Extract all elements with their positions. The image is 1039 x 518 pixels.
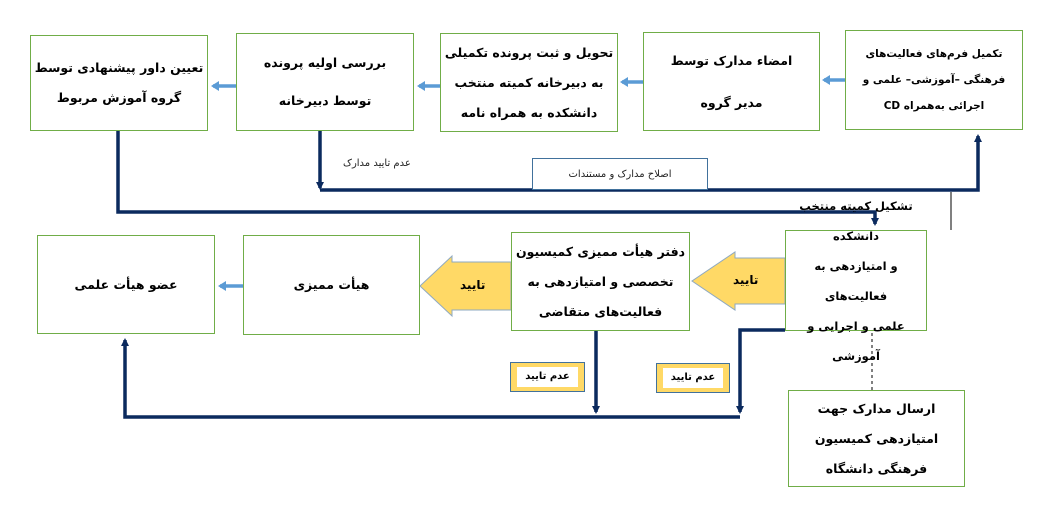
reject-label: عدم تایید	[510, 362, 585, 392]
step-send-docs: ارسال مدارک جهت امتیازدهی کمیسیون فرهنگی…	[788, 390, 965, 487]
step-faculty-member: عضو هیأت علمی	[37, 235, 215, 334]
reject-text: عدم تایید	[663, 368, 723, 388]
step-initial-review: بررسی اولیه پرونده توسط دبیرخانه	[236, 33, 414, 131]
step-sign-docs: امضاء مدارک توسط مدیر گروه	[643, 32, 820, 131]
step-text: امضاء مدارک توسط	[670, 52, 793, 68]
yellow-arrow	[691, 251, 786, 311]
step-text: تحویل و ثبت پرونده تکمیلی	[444, 44, 614, 60]
flow-line	[320, 134, 982, 192]
fix-docs-note: اصلاح مدارک و مستندات	[532, 158, 708, 190]
approve-label: تایید	[460, 278, 486, 292]
step-form-committee: تشکیل کمیته منتخب دانشکده و امتیازدهی به…	[785, 199, 927, 363]
step-text: دفتر هیأت ممیزی کمیسیون	[515, 243, 686, 259]
step-text: و امتیازدهی به فعالیت‌های	[814, 258, 898, 303]
step-text: فرهنگی دانشگاه	[825, 460, 928, 476]
flow-line	[116, 131, 879, 226]
step-audit-board: هیأت ممیزی	[243, 235, 420, 335]
step-text: امتیازدهی کمیسیون	[814, 430, 939, 446]
step-text: علمی و اجرایی و آموزشی	[807, 318, 905, 363]
step-text: بررسی اولیه پرونده	[263, 55, 387, 70]
reject-text: عدم تایید	[517, 367, 578, 387]
yellow-arrow	[419, 254, 512, 318]
step-fill-forms: تکمیل فرم‌های فعالیت‌های فرهنگی –آموزشی–…	[845, 30, 1023, 130]
step-audit-office: دفتر هیأت ممیزی کمیسیون تخصصی و امتیازده…	[511, 232, 690, 331]
reject-label: عدم تایید	[656, 363, 730, 393]
step-text: تخصصی و امتیازدهی به	[527, 273, 674, 289]
step-text: اجرائی به‌همراه CD	[883, 100, 985, 112]
flow-line	[121, 338, 740, 419]
step-text: فرهنگی –آموزشی– علمی و	[862, 74, 1006, 86]
step-text: دانشکده به همراه نامه	[460, 104, 598, 120]
step-text: تشکیل کمیته منتخب دانشکده	[799, 198, 913, 243]
step-text: تعیین داور پیشنهادی توسط	[34, 60, 204, 75]
step-text: عضو هیأت علمی	[74, 276, 178, 292]
step-deliver-register: تحویل و ثبت پرونده تکمیلی به دبیرخانه کم…	[440, 33, 618, 132]
step-text: هیأت ممیزی	[293, 277, 370, 292]
flow-line	[736, 328, 785, 414]
docs-not-approved-label: عدم تایید مدارک	[343, 158, 411, 169]
step-text: مدیر گروه	[700, 94, 763, 110]
step-text: به دبیرخانه کمیته منتخب	[454, 74, 604, 90]
step-text: فعالیت‌های متقاضی	[538, 303, 663, 319]
step-text: توسط دبیرخانه	[278, 93, 372, 108]
step-text: گروه آموزش مربوط	[56, 90, 182, 105]
step-assign-reviewer: تعیین داور پیشنهادی توسط گروه آموزش مربو…	[30, 35, 208, 131]
step-text: تکمیل فرم‌های فعالیت‌های	[865, 48, 1003, 60]
approve-label: تایید	[733, 273, 759, 287]
step-text: ارسال مدارک جهت	[817, 400, 936, 416]
